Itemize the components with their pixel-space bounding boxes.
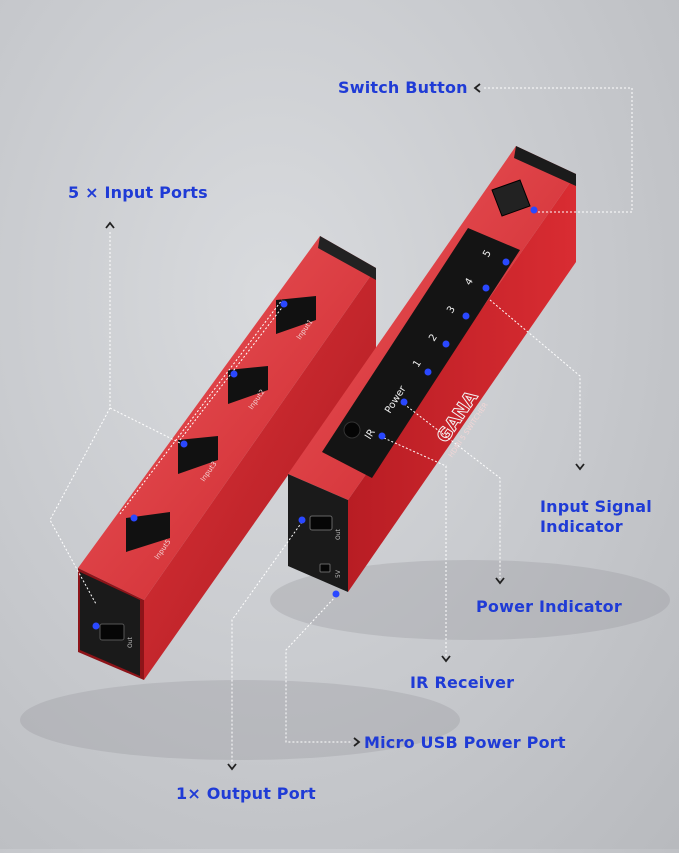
right-device-side-face	[348, 174, 576, 592]
callout-ir-receiver: IR Receiver	[410, 673, 515, 692]
dot-led-1	[424, 368, 432, 376]
arrow-down-icon	[227, 763, 237, 771]
control-panel	[322, 228, 520, 478]
dot-led-3	[462, 312, 470, 320]
switch-button[interactable]	[491, 179, 531, 217]
panel-label-5: 5	[481, 248, 494, 259]
right-device-shadow	[270, 560, 670, 640]
dot-input-port	[280, 300, 288, 308]
arrow-right-icon	[353, 737, 361, 747]
hdmi-input-port	[126, 512, 170, 552]
hdmi-input-port	[228, 366, 268, 404]
input-ports-leader	[109, 232, 183, 445]
dot-led-4	[482, 284, 490, 292]
arrow-heads	[105, 83, 585, 771]
right-device: IR Power 1 2 3 4 5 GANA HDMI 5 SWITCHER …	[288, 146, 576, 592]
left-device-shadow	[20, 680, 460, 760]
dot-led-5	[502, 258, 510, 266]
callout-input-signal-indicator: Input Signal Indicator	[540, 497, 652, 536]
power-indicator-leader	[403, 403, 501, 578]
micro-usb-port	[319, 563, 331, 573]
ir-receiver-window	[343, 421, 361, 439]
hdmi-output-port	[309, 515, 333, 531]
arrow-up-icon	[105, 221, 115, 229]
panel-label-1: 1	[411, 358, 424, 369]
callout-power-indicator: Power Indicator	[476, 597, 622, 616]
callout-micro-usb-power-port: Micro USB Power Port	[364, 733, 566, 752]
dot-left-out-port	[92, 622, 100, 630]
left-end-output-port	[99, 623, 125, 641]
panel-label-4: 4	[463, 276, 476, 287]
right-device-far-cap	[514, 146, 576, 186]
port-label-out-rear: Out	[335, 528, 342, 540]
callout-input-ports: 5 × Input Ports	[68, 183, 208, 202]
arrow-down-icon	[495, 577, 505, 585]
dot-switch-button	[530, 206, 538, 214]
output-port-leader	[231, 521, 303, 764]
input-ports-bracket	[119, 299, 283, 515]
dot-input-port	[180, 440, 188, 448]
dot-micro-usb	[332, 590, 340, 598]
port-label-out: Out	[127, 636, 134, 648]
dot-input-port	[230, 370, 238, 378]
dot-led-2	[442, 340, 450, 348]
input-signal-leader	[489, 299, 581, 462]
dot-input-port	[130, 514, 138, 522]
panel-label-3: 3	[445, 304, 458, 315]
panel-label-2: 2	[427, 332, 440, 343]
dot-ir-receiver	[378, 432, 386, 440]
callout-dots	[92, 206, 538, 630]
right-device-endcap	[288, 474, 348, 592]
hdmi-input-port	[178, 436, 218, 474]
left-device-far-cap	[318, 236, 376, 280]
micro-usb-leader	[285, 595, 352, 743]
arrow-down-icon	[441, 655, 451, 663]
left-device: Input1 Input2 Input3 Input5 Out	[78, 236, 376, 680]
port-label-usb: 5V	[335, 569, 342, 578]
dot-output-port	[298, 516, 306, 524]
ir-receiver-leader	[383, 437, 447, 656]
left-device-front-face	[144, 268, 376, 680]
left-device-top-edge	[78, 236, 376, 600]
callout-output-port: 1× Output Port	[176, 784, 316, 803]
dot-power-led	[400, 398, 408, 406]
leader-lines	[49, 87, 633, 764]
arrow-down-icon	[575, 463, 585, 471]
switch-button-leader	[482, 87, 633, 213]
callout-switch-button: Switch Button	[338, 78, 468, 97]
arrow-left-icon	[473, 83, 481, 93]
